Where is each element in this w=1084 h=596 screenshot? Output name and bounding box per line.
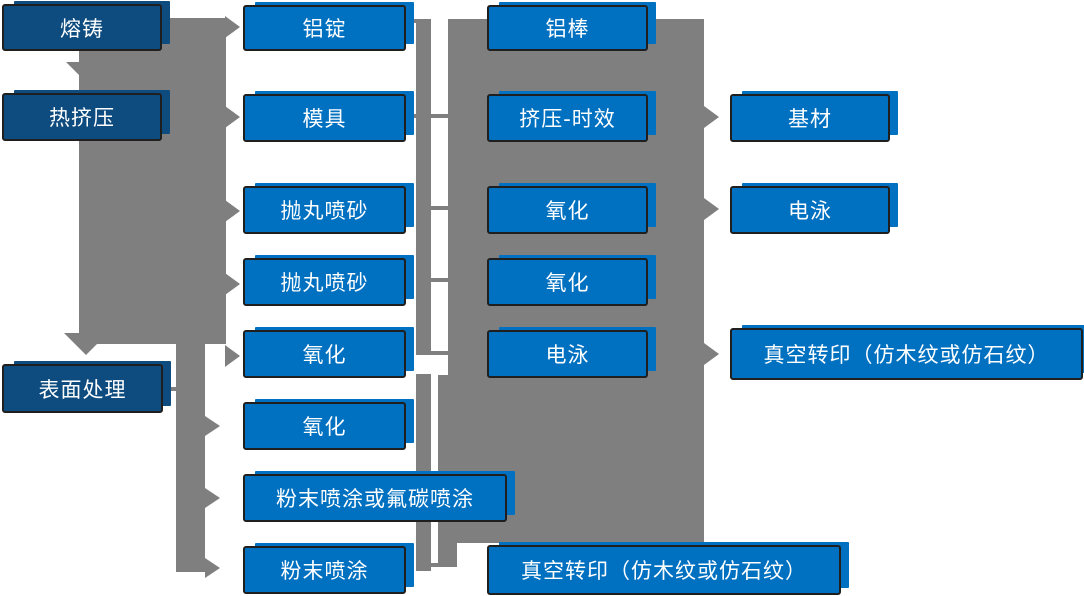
node-rongzhu: 熔铸 (2, 4, 162, 51)
arrow-to-fenmo (205, 558, 220, 578)
node-yanghua-2-label: 氧化 (302, 415, 347, 439)
arrow-to-zhenkong-2 (704, 343, 719, 365)
node-fenmo-futan: 粉末喷涂或氟碳喷涂 (243, 474, 507, 522)
node-lvding-label: 铝锭 (302, 17, 347, 41)
node-muju-label: 模具 (302, 107, 347, 131)
connector-tick-muju (406, 114, 416, 118)
node-paowan-2: 抛丸喷砂 (243, 258, 406, 306)
node-lvbang: 铝棒 (487, 5, 648, 51)
arrow-to-yanghua-2 (205, 416, 220, 436)
node-paowan-2-label: 抛丸喷砂 (280, 271, 369, 295)
node-lvding: 铝锭 (243, 5, 406, 51)
connector-stub-row2 (431, 114, 448, 118)
node-paowan-1: 抛丸喷砂 (243, 186, 406, 234)
connector-stub-row5 (431, 351, 448, 355)
arrow-to-lvding (225, 16, 240, 38)
arrow-to-muju (225, 106, 240, 128)
node-muju: 模具 (243, 94, 406, 142)
arrow-down-to-rejiya (66, 62, 110, 84)
node-yanghua-4-label: 氧化 (545, 271, 590, 295)
node-yanghua-2: 氧化 (243, 402, 406, 450)
node-dianyong-2: 电泳 (730, 186, 890, 234)
arrow-to-yanghua-1 (225, 345, 240, 367)
node-rejiya: 热挤压 (2, 93, 162, 141)
node-paowan-1-label: 抛丸喷砂 (280, 199, 369, 223)
connector-stub-row3 (431, 206, 448, 210)
connector-tick-lvding (406, 19, 416, 23)
node-fenmo-futan-label: 粉末喷涂或氟碳喷涂 (276, 487, 474, 511)
node-zhenkong-1: 真空转印（仿木纹或仿石纹） (487, 545, 841, 595)
node-yanghua-3-label: 氧化 (545, 199, 590, 223)
connector-bar-mid-upper (416, 19, 431, 355)
node-jiya-shixiao: 挤压-时效 (487, 94, 648, 142)
node-dianyong-1-label: 电泳 (545, 343, 590, 367)
node-fenmo: 粉末喷涂 (243, 546, 406, 594)
node-zhenkong-2: 真空转印（仿木纹或仿石纹） (730, 328, 1083, 380)
node-jiya-shixiao-label: 挤压-时效 (519, 107, 616, 131)
node-yanghua-1-label: 氧化 (302, 343, 347, 367)
node-rongzhu-label: 熔铸 (60, 16, 104, 41)
node-biaomianchuli-label: 表面处理 (38, 377, 127, 402)
node-fenmo-label: 粉末喷涂 (280, 559, 369, 583)
node-yanghua-3: 氧化 (487, 186, 648, 234)
node-biaomianchuli: 表面处理 (2, 364, 163, 413)
node-dianyong-1: 电泳 (487, 330, 648, 378)
arrow-to-paowan-2 (225, 273, 240, 295)
connector-stub-bottom (431, 563, 457, 567)
node-jicai-label: 基材 (788, 107, 832, 131)
node-jicai: 基材 (730, 94, 890, 142)
arrow-to-dianyong-2 (704, 198, 719, 220)
arrow-to-fenmo-futan (205, 488, 220, 508)
connector-stub-biaomianchuli (162, 387, 177, 391)
node-lvbang-label: 铝棒 (545, 17, 590, 41)
arrow-down-to-biaomianchuli (64, 333, 108, 355)
connector-bar-mid-lower (416, 374, 431, 571)
node-rejiya-label: 热挤压 (49, 106, 115, 130)
node-zhenkong-1-label: 真空转印（仿木纹或仿石纹） (521, 559, 807, 583)
node-dianyong-2-label: 电泳 (788, 199, 832, 223)
node-yanghua-4: 氧化 (487, 258, 648, 306)
node-yanghua-1: 氧化 (243, 330, 406, 378)
connector-stub-row4 (431, 278, 448, 282)
connector-bar-left-lower (176, 344, 205, 572)
node-zhenkong-2-label: 真空转印（仿木纹或仿石纹） (763, 343, 1050, 367)
arrow-to-paowan-1 (225, 200, 240, 222)
arrow-to-jicai (704, 106, 719, 128)
